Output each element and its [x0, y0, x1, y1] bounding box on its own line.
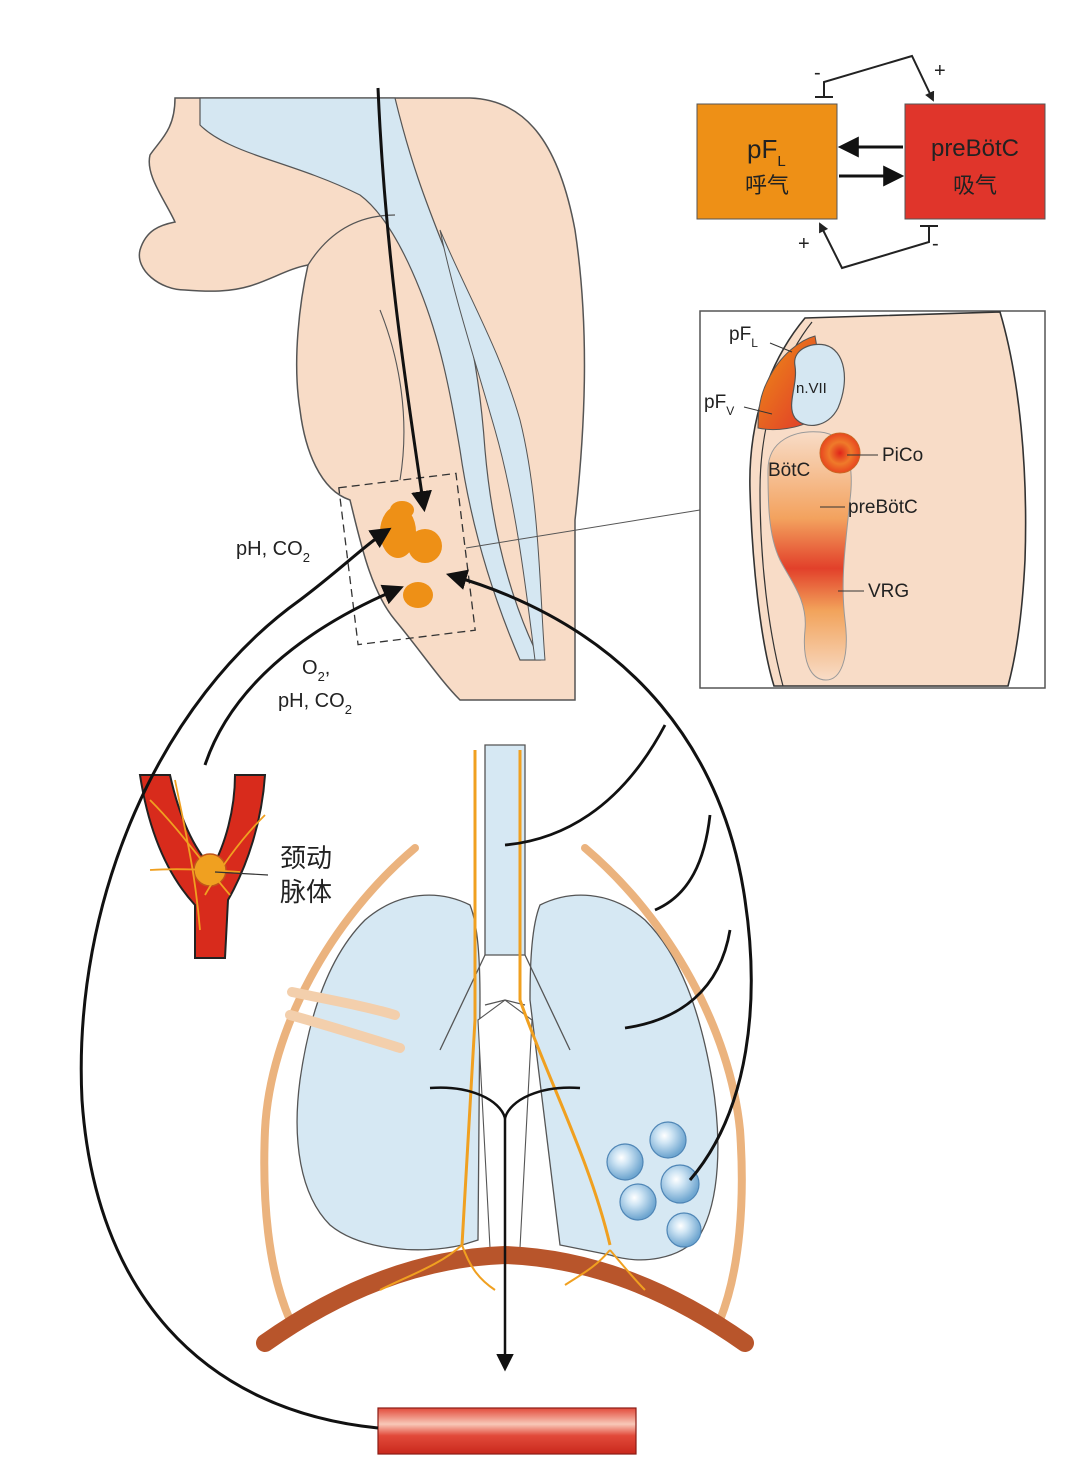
respiratory-column [767, 431, 852, 681]
pfl-box-label: pFL [747, 134, 786, 170]
rib-stub-1 [287, 987, 400, 1020]
carotid-afferent-arrow [203, 584, 404, 766]
rib-right [581, 844, 746, 1324]
sign-bottom-left: + [798, 233, 810, 255]
alveolus-4 [619, 1183, 657, 1221]
carotid-nerve-fibers [149, 779, 266, 931]
vrg-label: VRG [868, 581, 909, 602]
pfl-box-cn: 呼气 [745, 174, 789, 199]
pfl-inset-label: pFL [729, 324, 758, 350]
inset-connector-line [465, 509, 701, 549]
top-feedback-path [823, 54, 935, 102]
brain-tissue [138, 97, 586, 701]
fourth-ventricle [439, 229, 546, 661]
rib-left [260, 844, 419, 1324]
nucleus-blob-4 [390, 501, 414, 519]
central-chemo-label: pH, CO2 [236, 538, 310, 565]
brainstem-inset: n.VII PiCo BötC preBötC VRG pFL pFV [699, 310, 1046, 689]
alveolus-2 [606, 1143, 644, 1181]
nucleus-blob-2 [408, 529, 442, 563]
pfl-leader [769, 342, 793, 353]
prebotc-box [904, 103, 1046, 220]
botc-label: BötC [768, 460, 810, 481]
sign-top-right: + [934, 60, 946, 82]
muscle-feedback-arrow [79, 527, 392, 1430]
peripheral-chemo-label-o2: O2, [302, 657, 330, 684]
medulla-region-box [338, 472, 476, 646]
pfv-leader [743, 406, 773, 415]
prebotc-box-label: preBötC [931, 135, 1019, 162]
afferent-branch-1 [504, 724, 667, 847]
carotid-artery: 颈动 脉体 [138, 774, 332, 959]
brain-fold-line-2 [379, 309, 405, 481]
pico-label: PiCo [882, 445, 923, 466]
afferent-branch-2 [654, 814, 712, 912]
pfv-inset-label: pFV [704, 392, 734, 418]
phrenic-endings [379, 1244, 646, 1291]
carotid-leader [214, 871, 269, 876]
peripheral-chemo-label-ph: pH, CO2 [278, 690, 352, 717]
alveolus-1 [649, 1121, 687, 1159]
brain-fold-line [307, 214, 396, 266]
nerve-left [460, 750, 477, 1246]
rib-stub-2 [285, 1010, 405, 1053]
prebotc-box-cn: 吸气 [953, 174, 997, 199]
pfl-box [696, 103, 838, 220]
nucleus-blob-3 [403, 582, 433, 608]
rhythm-schema: pFL 呼气 preBötC 吸气 - + + - [696, 54, 1046, 270]
descending-input-arrow [376, 87, 432, 513]
carotid-label-line2: 脉体 [280, 878, 332, 908]
nerve-right [518, 750, 612, 1246]
sign-bottom-right: - [932, 233, 939, 255]
left-lung [296, 894, 481, 1251]
afferent-branch-3 [624, 929, 732, 1030]
prebotc-label: preBötC [848, 497, 918, 518]
carotid-label-line1: 颈动 [280, 844, 332, 874]
respiratory-muscle [377, 1407, 637, 1455]
brainstem [138, 97, 701, 701]
pico-nucleus [819, 432, 861, 474]
alveolus-5 [666, 1212, 702, 1248]
sign-top-left: - [814, 62, 821, 84]
nucleus-vii [791, 343, 845, 426]
pulmonary-afferent-arrow [445, 569, 753, 1181]
alveolus-3 [660, 1164, 700, 1204]
nvii-label: n.VII [796, 380, 827, 397]
bottom-feedback-path [819, 222, 930, 270]
